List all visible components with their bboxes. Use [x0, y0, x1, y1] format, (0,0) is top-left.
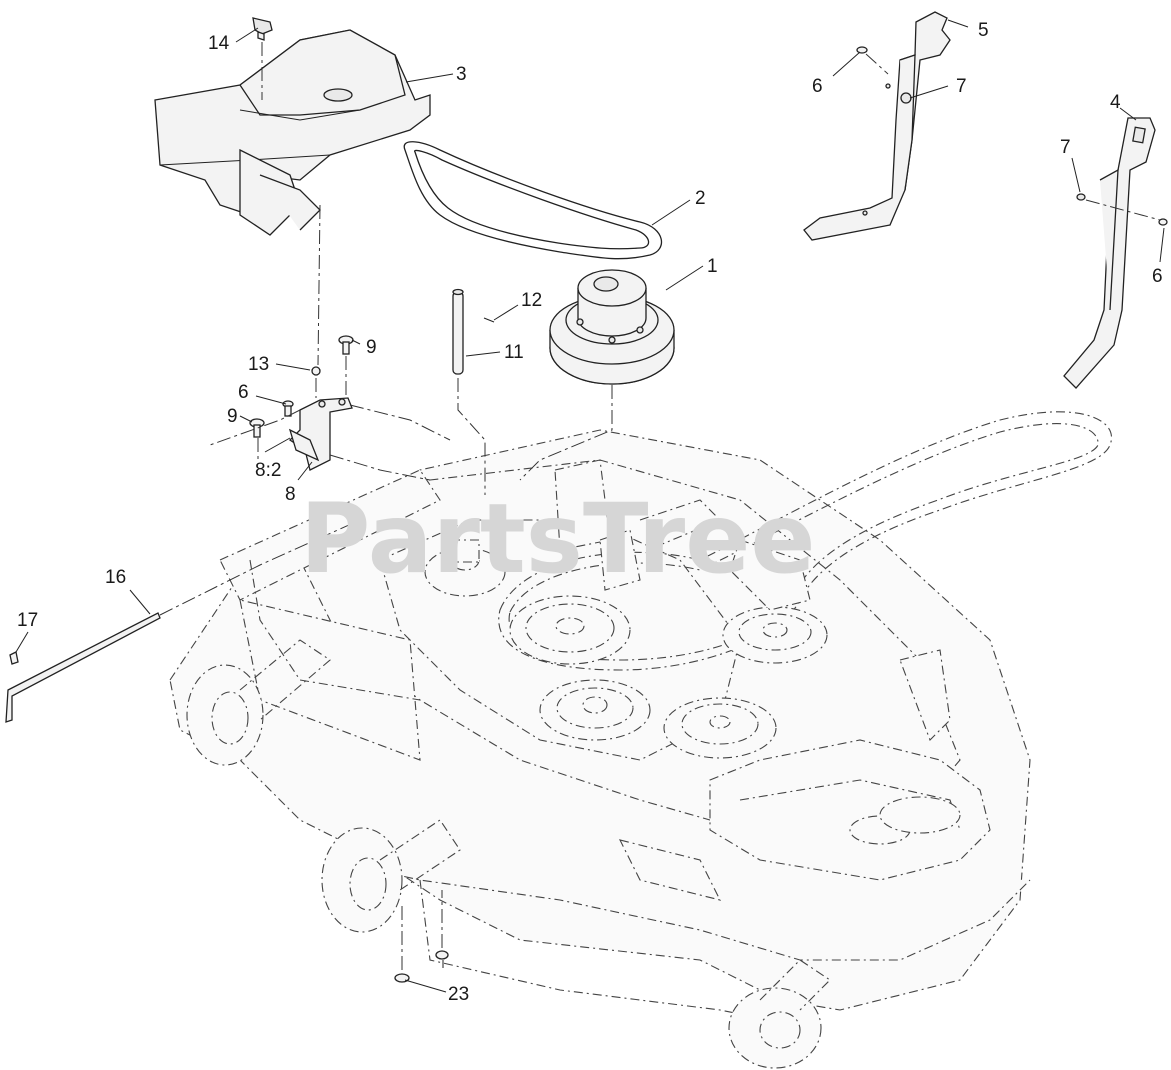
callout-17: 17	[17, 610, 38, 631]
belt-cover-part-3	[154, 29, 431, 236]
callout-labels: 1 2 3 4 5 6 6 6 7 7 8 8:2 9 9 11 12 13 1…	[17, 20, 1163, 1005]
callout-1: 1	[707, 256, 718, 277]
assembly-lines	[159, 204, 613, 616]
deck-pulleys-phantom	[424, 411, 1112, 759]
callout-6-upper: 6	[812, 76, 823, 97]
callout-5: 5	[978, 20, 989, 41]
belt-part-2	[403, 141, 663, 260]
callout-16: 16	[105, 567, 126, 588]
rod-part-11	[452, 288, 486, 495]
rod-part-16	[5, 612, 161, 723]
callout-13: 13	[248, 354, 269, 375]
callout-3: 3	[456, 64, 467, 85]
leader-lines	[15, 19, 1165, 993]
clip-part-14	[252, 17, 273, 100]
callout-6-left: 6	[238, 382, 249, 403]
callout-8-2: 8:2	[255, 460, 281, 481]
callout-4: 4	[1110, 92, 1121, 113]
watermark-text: PartsTree	[300, 483, 815, 595]
callout-2: 2	[695, 188, 706, 209]
callout-6-right: 6	[1152, 266, 1163, 287]
callout-7-right: 7	[1060, 137, 1071, 158]
bracket-part-8	[288, 397, 353, 471]
callout-14: 14	[208, 33, 230, 54]
callout-11: 11	[504, 342, 524, 363]
pin-part-12	[483, 317, 495, 323]
bracket-part-4	[1063, 117, 1168, 389]
callout-9-lower: 9	[227, 406, 238, 427]
callout-9-upper: 9	[366, 337, 377, 358]
callout-23: 23	[448, 984, 469, 1005]
bracket-part-5	[803, 11, 951, 241]
callout-8: 8	[285, 484, 296, 505]
callout-12: 12	[521, 290, 542, 311]
callout-7-upper: 7	[956, 76, 967, 97]
pulley-part-1	[549, 269, 675, 385]
